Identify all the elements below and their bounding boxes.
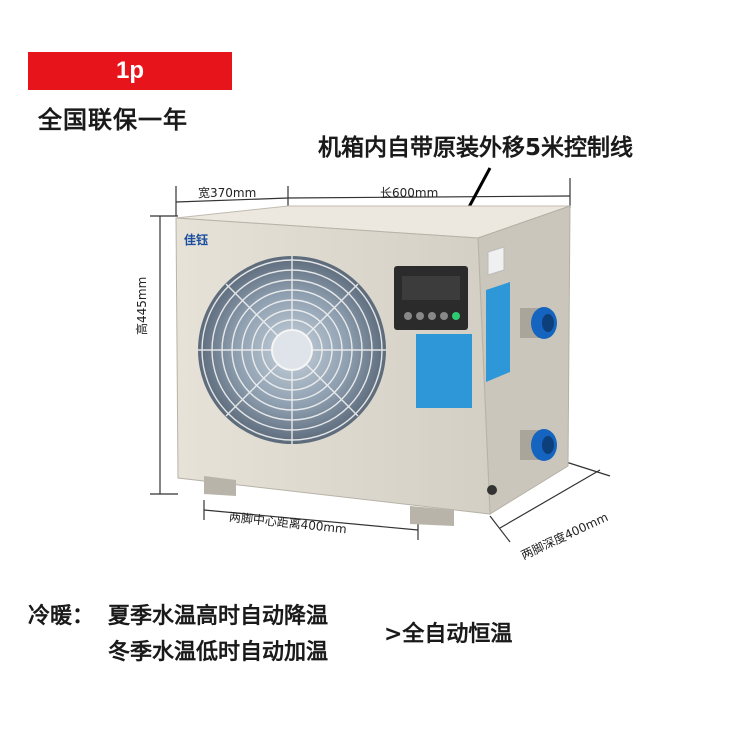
brand-logo: 佳钰 <box>184 232 208 247</box>
control-line-callout: 机箱内自带原装外移5米控制线 <box>318 135 634 161</box>
height-dimension-label: 高445mm <box>135 276 149 335</box>
power-cable-port <box>487 485 497 495</box>
feature-result: >全自动恒温 <box>384 622 513 647</box>
feature-summer: 夏季水温高时自动降温 <box>108 604 329 629</box>
feature-winter: 冬季水温低时自动加温 <box>108 640 329 665</box>
warranty-text: 全国联保一年 <box>38 106 188 134</box>
fan-grille <box>198 256 386 444</box>
control-display <box>394 266 468 330</box>
water-inlet-fitting <box>520 307 557 339</box>
warning-sticker <box>487 246 505 276</box>
length-dimension-label: 长600mm <box>380 186 439 200</box>
power-badge: 1p <box>28 52 232 90</box>
width-dimension-label: 宽370mm <box>198 186 257 200</box>
spec-label-side <box>486 282 510 382</box>
water-outlet-fitting <box>520 429 557 461</box>
feature-label: 冷暖： <box>28 604 95 629</box>
spec-label-front <box>416 334 472 408</box>
